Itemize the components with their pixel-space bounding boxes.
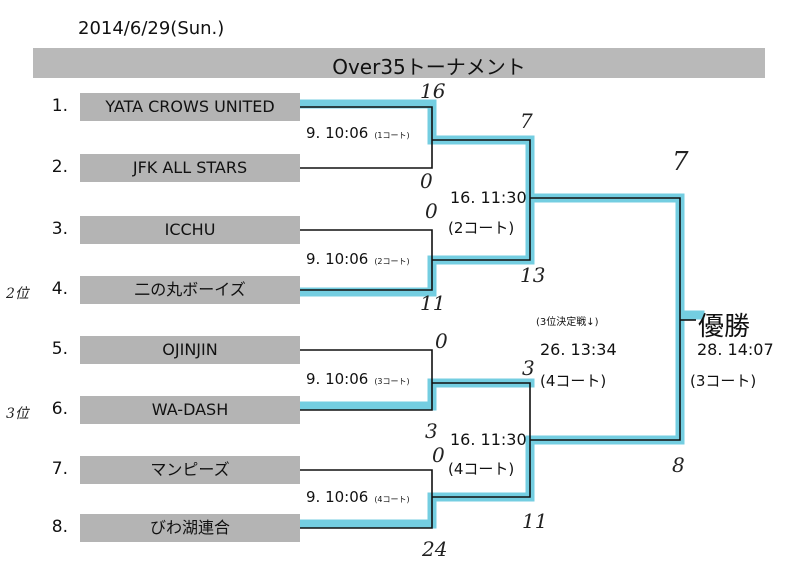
match-info-r2-1: 16. 11:30 xyxy=(450,188,527,207)
third-place-match: 26. 13:34 xyxy=(540,340,617,359)
match-info-r1-4: 9. 10:06(4コート) xyxy=(306,488,410,506)
team-box: びわ湖連合 xyxy=(80,514,300,542)
final-match: 28. 14:07 xyxy=(697,340,774,359)
match-info-r1-1: 9. 10:06(1コート) xyxy=(306,124,410,142)
match-court-r2-2: (4コート) xyxy=(448,460,515,478)
seed-number: 6. xyxy=(51,399,68,419)
team-box: OJINJIN xyxy=(80,336,300,364)
final-court: (3コート) xyxy=(690,372,757,390)
highlight-ninomaru xyxy=(299,193,535,297)
team-box: マンピーズ xyxy=(80,456,300,484)
score: 7 xyxy=(520,109,533,133)
team-box: ICCHU xyxy=(80,216,300,244)
score: 16 xyxy=(420,79,446,103)
match-info-r2-2: 16. 11:30 xyxy=(450,430,527,449)
seed-number: 2. xyxy=(51,157,68,177)
team-box: WA-DASH xyxy=(80,396,300,424)
seed-number: 4. xyxy=(51,279,68,299)
match-info-r1-2: 9. 10:06(2コート) xyxy=(306,250,410,268)
page-title: Over35トーナメント xyxy=(332,55,526,79)
seed-number: 5. xyxy=(51,339,68,359)
seed-number: 8. xyxy=(51,517,68,537)
score: 7 xyxy=(672,147,689,177)
score: 3 xyxy=(425,419,438,443)
score: 0 xyxy=(425,199,438,223)
team-box: JFK ALL STARS xyxy=(80,154,300,182)
third-place-court: (4コート) xyxy=(540,372,607,390)
rank-note: 2位 xyxy=(5,286,31,302)
score: 3 xyxy=(522,356,535,380)
score: 13 xyxy=(520,263,545,287)
third-place-note: (3位決定戦↓) xyxy=(536,317,599,328)
date: 2014/6/29(Sun.) xyxy=(78,18,225,39)
title-bar: Over35トーナメント xyxy=(33,48,765,79)
score: 24 xyxy=(421,537,447,561)
team-box: YATA CROWS UNITED xyxy=(80,93,300,121)
score: 8 xyxy=(672,453,685,477)
rank-note: 3位 xyxy=(6,406,31,422)
bracket-structure xyxy=(300,106,696,529)
score: 0 xyxy=(420,169,433,193)
champion-label: 優勝 xyxy=(698,312,751,342)
score: 11 xyxy=(522,509,547,533)
seed-number: 3. xyxy=(51,219,68,239)
score: 0 xyxy=(432,443,445,467)
match-court-r2-1: (2コート) xyxy=(448,219,515,237)
seed-number: 7. xyxy=(51,459,68,479)
seed-number: 1. xyxy=(51,96,68,116)
score: 11 xyxy=(420,291,445,315)
team-box: 二の丸ボーイズ xyxy=(80,276,300,304)
match-info-r1-3: 9. 10:06(3コート) xyxy=(306,370,410,388)
score: 0 xyxy=(435,329,448,353)
